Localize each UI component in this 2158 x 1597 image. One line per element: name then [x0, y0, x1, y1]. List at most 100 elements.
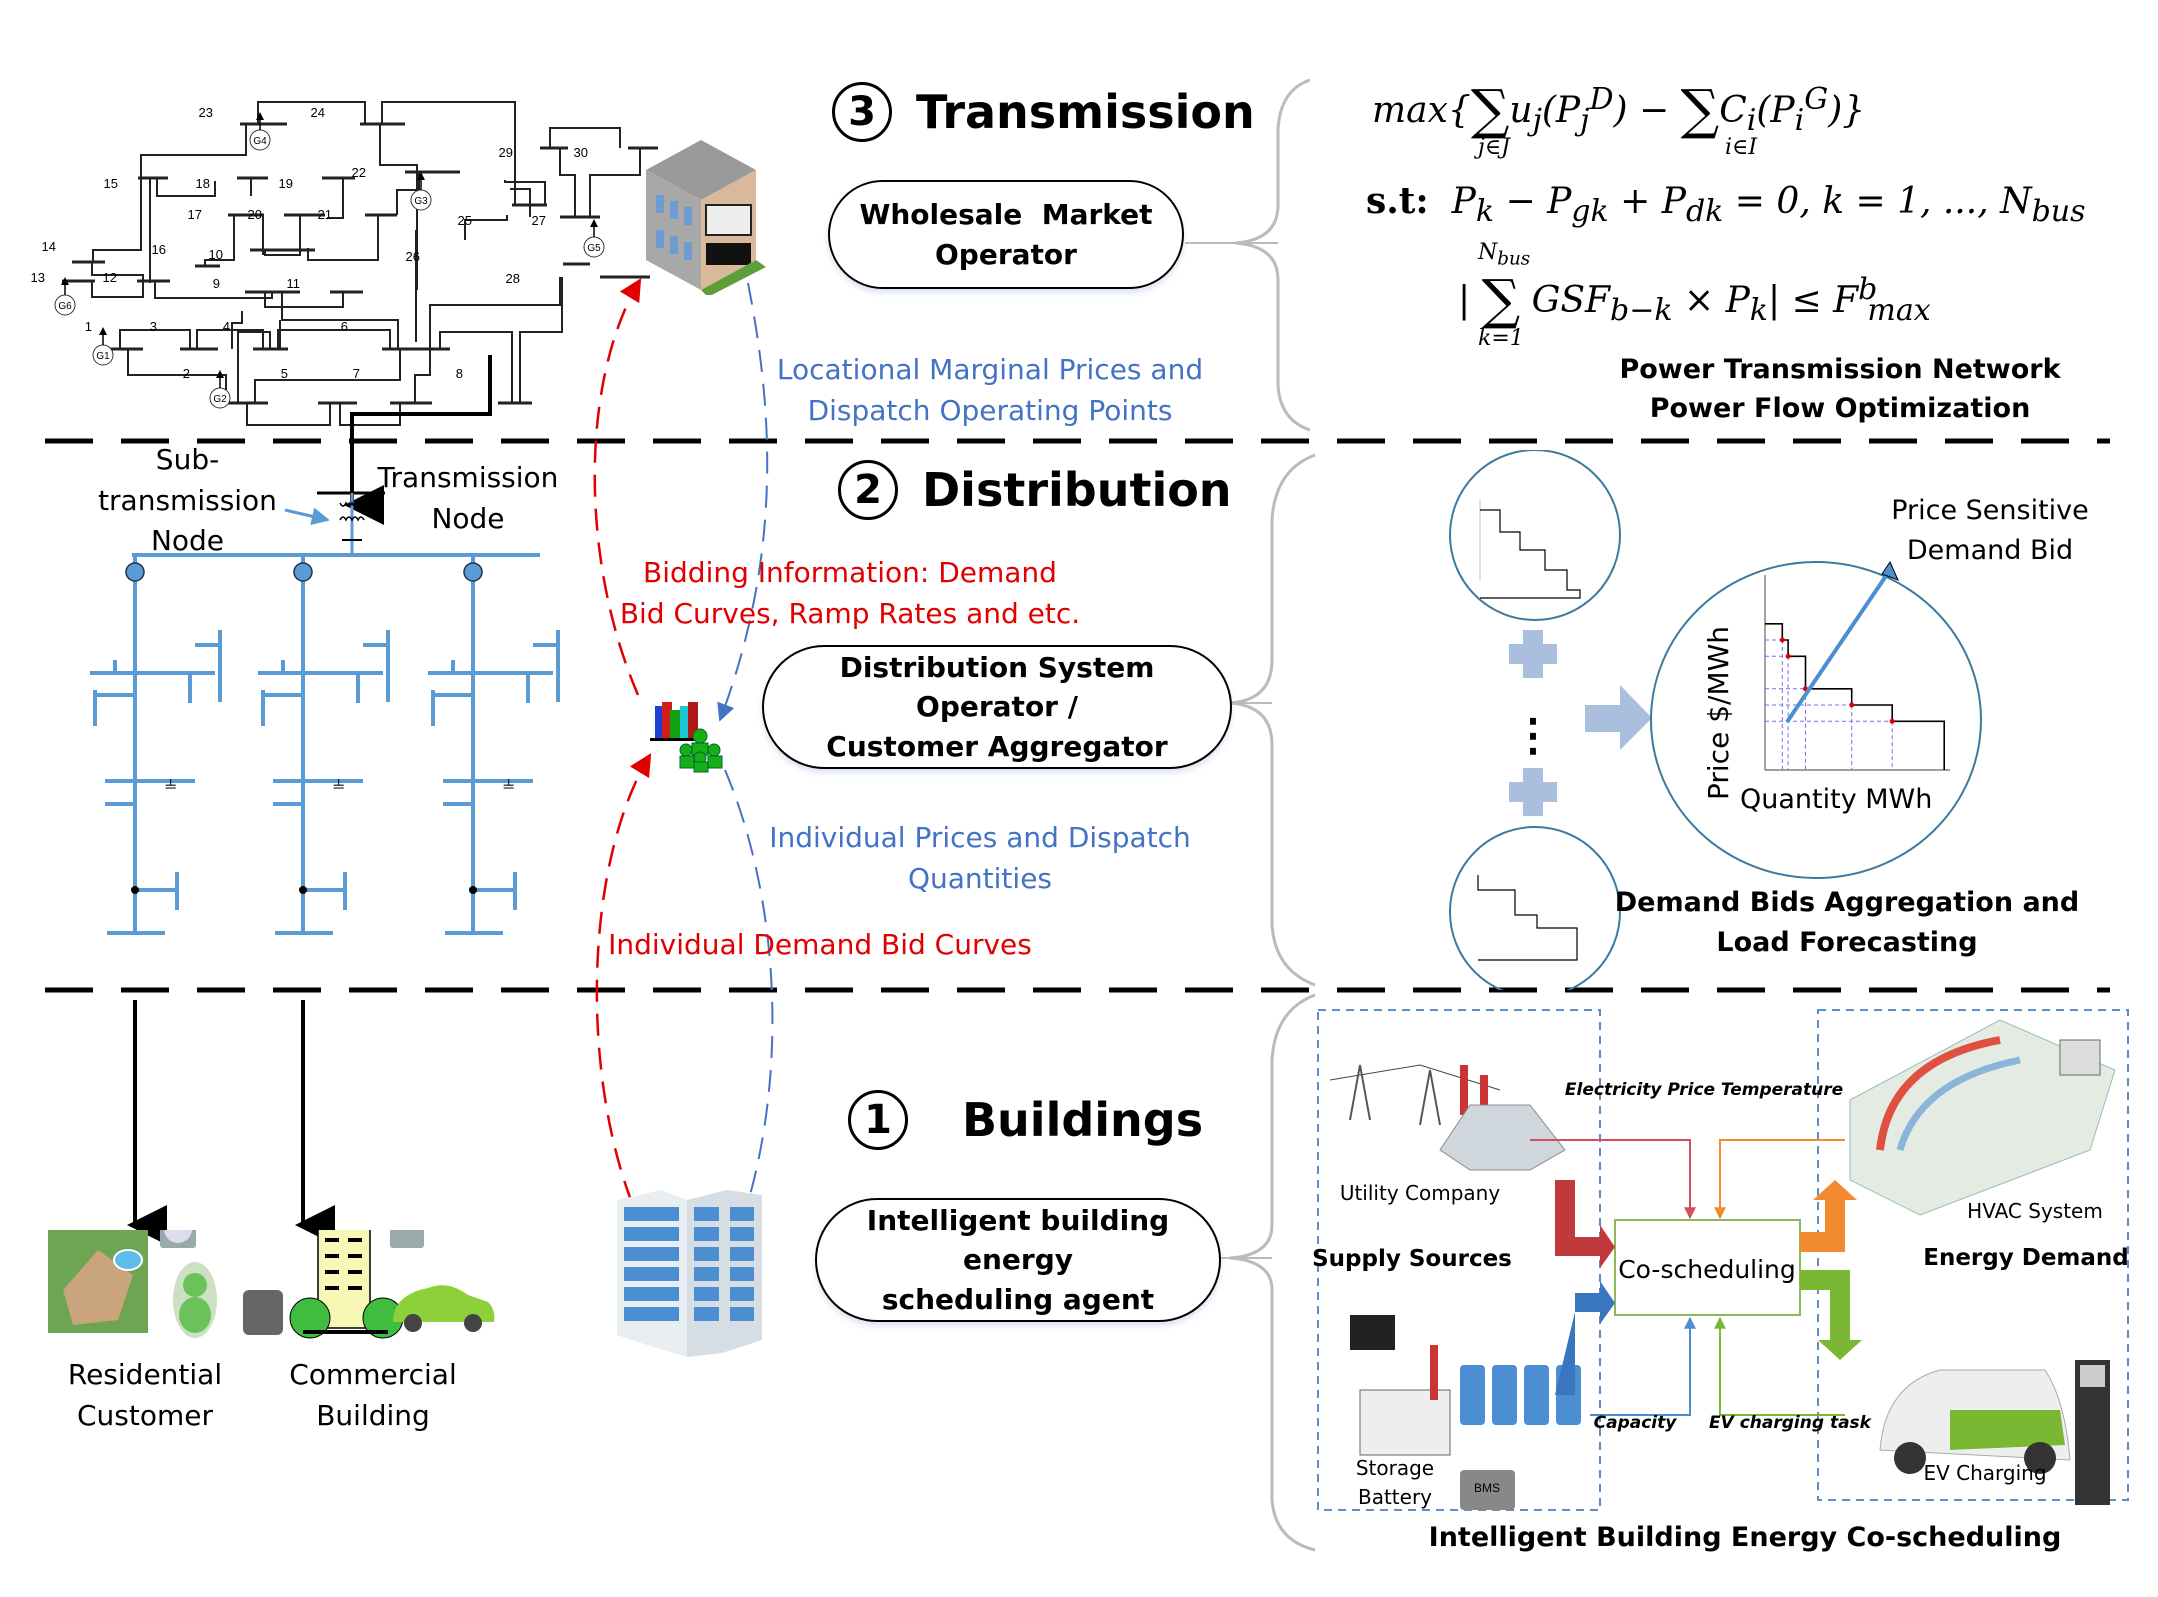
annotation-line2: Demand Bid — [1907, 535, 2073, 566]
x-axis-label: Quantity MWh — [1740, 784, 1932, 815]
bus-label: 25 — [458, 213, 472, 228]
label-individual-demand-bids: Individual Demand Bid Curves — [608, 928, 1032, 961]
recloser-icon — [293, 562, 313, 582]
individual-bid-curve-top — [1479, 500, 1581, 599]
distribution-system-operator-node[interactable]: Distribution System Operator / Customer … — [762, 645, 1232, 769]
caption-line1: Demand Bids Aggregation and — [1615, 887, 2079, 918]
bus-label: 11 — [287, 276, 301, 291]
bus-label: 24 — [311, 105, 325, 120]
bus-label: 16 — [152, 242, 166, 257]
label-line: Residential — [67, 1358, 223, 1391]
transformer-icon: ⫨ — [165, 770, 176, 794]
wholesale-market-operator-node[interactable]: Wholesale Market Operator — [828, 180, 1184, 289]
bid-step-curve — [1765, 623, 1945, 770]
ellipsis-dots: ⋮ — [1511, 711, 1555, 760]
ac-unit-icon — [243, 1290, 283, 1335]
temperature-signal-line — [1714, 1139, 1845, 1220]
label-line: Quantities — [907, 861, 1053, 895]
label-electricity-price: Electricity Price — [1565, 1080, 1715, 1100]
tier-title-text: Transmission — [916, 85, 1255, 139]
sum-index-j: j∈J — [1478, 135, 1510, 160]
tier-number-badge: 2 — [838, 460, 898, 520]
bus-label: 26 — [406, 249, 420, 264]
bus-label: 1 — [85, 319, 92, 334]
bus-label: 20 — [248, 207, 262, 222]
label-line: Customer — [76, 1398, 213, 1432]
label-line: Transmission — [377, 461, 559, 494]
tier-number-badge: 1 — [848, 1090, 908, 1150]
generator-icon: G4 — [249, 112, 271, 151]
bus-label: 3 — [150, 319, 157, 334]
node-label-line2: Operator — [935, 237, 1077, 271]
bus-label: 30 — [574, 145, 588, 160]
bus-label: 29 — [499, 145, 513, 160]
generator-label: G1 — [96, 351, 110, 362]
sum-index-k: k=1 — [1478, 326, 1524, 351]
ev-task-signal-line — [1714, 1316, 1845, 1416]
label-line: Building — [316, 1398, 430, 1432]
bus-label: 8 — [456, 366, 463, 381]
bus-label: 18 — [196, 176, 210, 191]
caption-power-flow: Power Transmission Network Power Flow Op… — [1560, 350, 2120, 428]
generator-label: G5 — [587, 243, 601, 254]
node-label-line1: Intelligent building energy — [866, 1204, 1170, 1277]
tier-title-buildings: 1 Buildings — [848, 1090, 1203, 1150]
label-ev-task: EV charging task — [1709, 1413, 1873, 1433]
bid-point — [1849, 702, 1855, 708]
bus-label: 4 — [223, 319, 230, 334]
bus-label: 9 — [213, 276, 220, 291]
generator-icon: G2 — [209, 370, 231, 409]
feeder: ⫨ — [90, 555, 222, 935]
label-line: Locational Marginal Prices and — [776, 353, 1204, 386]
price-signal-line — [1530, 1139, 1696, 1220]
objective-function: max{∑uj(PjD) − ∑Ci(PiG)} — [1372, 78, 1866, 141]
storage-battery-icon: BMS — [1350, 1315, 1581, 1510]
caption-line2: Load Forecasting — [1716, 927, 1977, 958]
label-commercial-building: Commercial Building — [278, 1355, 468, 1436]
bus-label: 15 — [104, 176, 118, 191]
aggregated-bid-chart — [1764, 575, 1950, 771]
bus-label: 19 — [279, 176, 293, 191]
transformer-icon: ⫨ — [503, 770, 514, 794]
brace-distribution — [1229, 453, 1316, 987]
label-lmp-dispatch: Locational Marginal Prices and Dispatch … — [760, 350, 1220, 431]
commercial-building-icon — [289, 1219, 404, 1339]
aggregated-bid-circle — [1650, 561, 1982, 879]
transmission-grid — [62, 101, 658, 426]
feeder: ⫨ — [258, 555, 390, 935]
hvac-demand-arrow — [1800, 1180, 1857, 1252]
label-storage-line2: Battery — [1358, 1485, 1432, 1509]
generator-label: G6 — [58, 301, 72, 312]
generator-icon: G1 — [92, 327, 114, 366]
office-tower-icon — [612, 1185, 767, 1360]
bus-label: 10 — [209, 247, 223, 262]
bus-label: 17 — [188, 207, 202, 222]
label-line: Node — [431, 501, 505, 535]
label-line: Sub- — [155, 443, 220, 476]
ev-demand-arrow — [1800, 1270, 1862, 1360]
intelligent-building-agent-node[interactable]: Intelligent building energy scheduling a… — [815, 1198, 1221, 1322]
label-line: Individual Prices and Dispatch — [769, 821, 1191, 854]
generator-label: G2 — [213, 394, 227, 405]
arrow-aggregator-to-operator — [593, 278, 642, 696]
tier-title-text: Distribution — [922, 463, 1232, 517]
bus-label: 6 — [341, 319, 348, 334]
caption-line: Power Flow Optimization — [1649, 393, 2031, 425]
bus-label: 5 — [281, 366, 288, 381]
annotation-line1: Price Sensitive — [1891, 495, 2089, 526]
bus-label: 13 — [31, 270, 45, 285]
storage-supply-arrow — [1555, 1281, 1615, 1395]
label-line: transmission — [98, 483, 277, 517]
ev-charger-icon — [1879, 1360, 2110, 1505]
label-subtransmission-node: Sub- transmission Node — [85, 440, 290, 562]
node-label-line1: Distribution System Operator / — [839, 651, 1155, 724]
arrow-building-to-aggregator — [595, 753, 652, 1234]
bus-label: 2 — [183, 366, 190, 381]
bus-label: 27 — [532, 213, 546, 228]
label-capacity: Capacity — [1594, 1413, 1678, 1433]
demand-bid-panel: ⋮ Quantity MWh Price $/MWh Price Sensiti… — [1449, 450, 2089, 990]
label-storage-line1: Storage — [1356, 1456, 1434, 1480]
co-scheduling-panel: BMS Co-scheduling Electricity Price Temp… — [1312, 1009, 2129, 1553]
feeder: ⫨ — [428, 555, 560, 935]
bid-point — [1889, 718, 1895, 724]
